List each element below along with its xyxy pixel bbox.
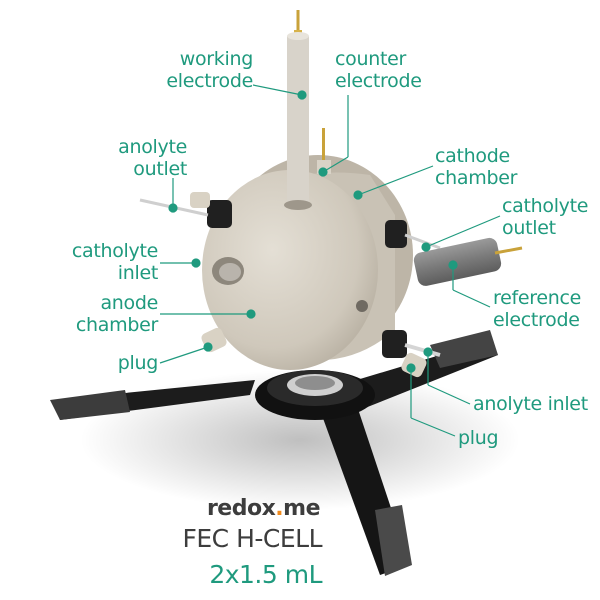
cell-body xyxy=(202,155,413,370)
reference-electrode-rod xyxy=(413,237,523,286)
label-anolyte-inlet: anolyte inlet xyxy=(473,393,588,415)
working-electrode-rod xyxy=(284,10,312,210)
label-plug-left: plug xyxy=(117,352,159,374)
leader-lines xyxy=(159,84,501,437)
label-anolyte-outlet: anolyte outlet xyxy=(118,136,187,180)
label-plug-right: plug xyxy=(458,427,499,449)
label-cathode-chamber: cathode chamber xyxy=(435,145,518,189)
drop-shadow xyxy=(80,370,520,510)
product-name: FEC H-CELL xyxy=(182,524,322,553)
label-working-electrode: working electrode xyxy=(166,48,253,92)
label-catholyte-outlet: catholyte outlet xyxy=(502,195,589,239)
redoxme-logo: redox.me xyxy=(206,496,321,521)
product-volume: 2x1.5 mL xyxy=(209,560,322,589)
label-anode-chamber: anode chamber xyxy=(75,292,158,336)
label-reference-electrode: reference electrode xyxy=(493,287,582,331)
label-catholyte-inlet: catholyte inlet xyxy=(71,240,158,284)
anode-chamber-disc xyxy=(202,170,378,370)
label-counter-electrode: counter electrode xyxy=(335,48,422,92)
logo-dot: . xyxy=(275,496,284,521)
counter-electrode-pin xyxy=(317,128,331,174)
